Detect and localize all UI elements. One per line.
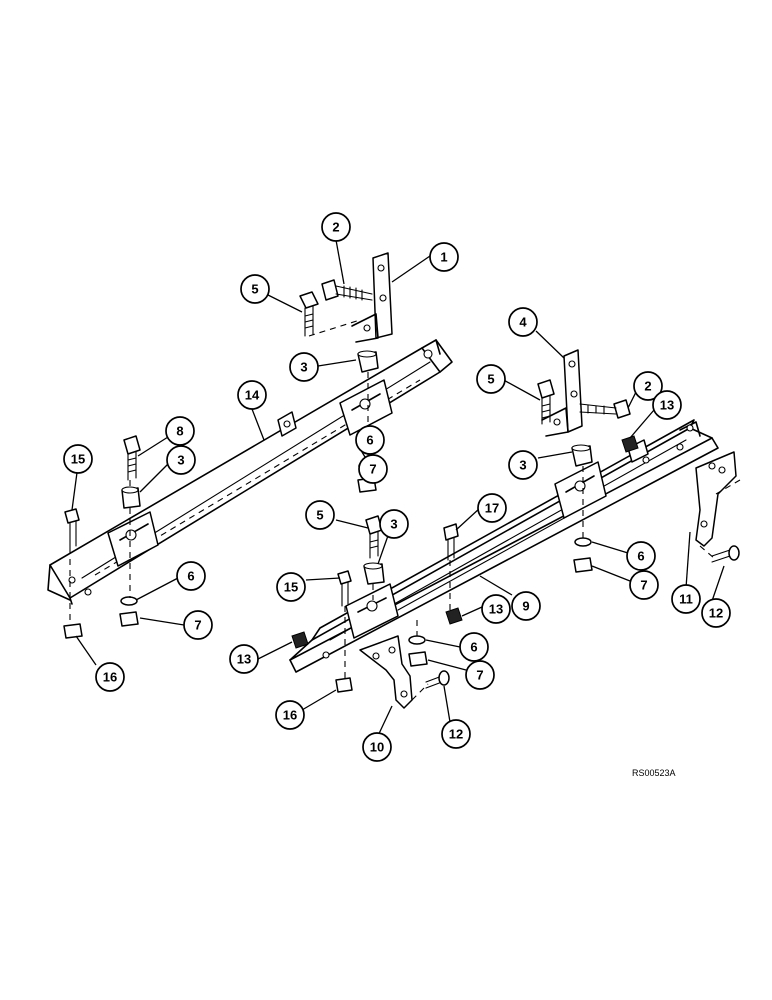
callout-item-7: 7 bbox=[629, 570, 659, 600]
bushing-3-right bbox=[571, 444, 593, 467]
callout-item-12: 12 bbox=[701, 598, 731, 628]
callout-item-14: 14 bbox=[237, 380, 267, 410]
callout-item-13: 13 bbox=[481, 594, 511, 624]
left-rail-channel bbox=[47, 339, 453, 605]
svg-text:15: 15 bbox=[71, 452, 85, 467]
bolt-5-upper bbox=[299, 291, 319, 337]
callout-item-11: 11 bbox=[671, 584, 701, 614]
callout-item-3: 3 bbox=[508, 450, 538, 480]
callout-item-3: 3 bbox=[379, 509, 409, 539]
svg-text:12: 12 bbox=[709, 606, 723, 621]
svg-text:3: 3 bbox=[519, 458, 526, 473]
washer-nut-right bbox=[573, 537, 593, 573]
upper-bracket-4 bbox=[541, 349, 583, 437]
washer-nut-left bbox=[63, 596, 139, 639]
upper-bracket-1 bbox=[351, 252, 393, 343]
washer-nut-mid bbox=[335, 635, 428, 693]
svg-text:17: 17 bbox=[485, 501, 499, 516]
callout-item-5: 5 bbox=[476, 364, 506, 394]
callout-item-16: 16 bbox=[275, 700, 305, 730]
bolt-15-mid bbox=[337, 570, 352, 607]
svg-text:7: 7 bbox=[194, 618, 201, 633]
svg-text:3: 3 bbox=[390, 517, 397, 532]
svg-text:2: 2 bbox=[644, 379, 651, 394]
bracket-10 bbox=[359, 635, 413, 709]
svg-text:6: 6 bbox=[470, 640, 477, 655]
svg-text:1: 1 bbox=[440, 250, 447, 265]
svg-text:11: 11 bbox=[679, 592, 693, 607]
bushing-3-left bbox=[121, 486, 141, 509]
callout-item-4: 4 bbox=[508, 307, 538, 337]
callout-balloons: 1 2 5 3 14 8 3 15 6 7 6 bbox=[63, 212, 731, 762]
svg-text:3: 3 bbox=[300, 360, 307, 375]
bushing-3-mid bbox=[363, 562, 385, 585]
svg-text:6: 6 bbox=[187, 569, 194, 584]
callout-item-7: 7 bbox=[183, 610, 213, 640]
callout-item-12: 12 bbox=[441, 719, 471, 749]
bolt-2-right bbox=[579, 399, 631, 419]
callout-item-6: 6 bbox=[176, 561, 206, 591]
callout-item-3: 3 bbox=[166, 445, 196, 475]
callout-item-7: 7 bbox=[465, 660, 495, 690]
bracket-11 bbox=[695, 451, 737, 547]
svg-text:10: 10 bbox=[370, 740, 384, 755]
svg-text:7: 7 bbox=[640, 578, 647, 593]
callout-item-15: 15 bbox=[63, 444, 93, 474]
callout-item-10: 10 bbox=[362, 732, 392, 762]
callout-item-7: 7 bbox=[358, 454, 388, 484]
callout-item-16: 16 bbox=[95, 662, 125, 692]
svg-text:13: 13 bbox=[237, 652, 251, 667]
nut-13-mid bbox=[291, 607, 463, 649]
svg-text:13: 13 bbox=[660, 398, 674, 413]
svg-text:16: 16 bbox=[283, 708, 297, 723]
callout-item-6: 6 bbox=[459, 632, 489, 662]
svg-text:16: 16 bbox=[103, 670, 117, 685]
bolt-12-lower bbox=[425, 670, 450, 689]
callout-item-6: 6 bbox=[355, 425, 385, 455]
bushing-3-upper bbox=[357, 350, 379, 373]
callout-item-3: 3 bbox=[289, 352, 319, 382]
svg-text:7: 7 bbox=[476, 668, 483, 683]
svg-text:2: 2 bbox=[332, 220, 339, 235]
svg-text:12: 12 bbox=[449, 727, 463, 742]
svg-text:14: 14 bbox=[245, 388, 260, 403]
svg-text:6: 6 bbox=[366, 433, 373, 448]
bolt-15-left bbox=[64, 508, 80, 549]
svg-text:7: 7 bbox=[369, 462, 376, 477]
callout-item-13: 13 bbox=[652, 390, 682, 420]
callout-item-15: 15 bbox=[276, 572, 306, 602]
callout-item-6: 6 bbox=[626, 541, 656, 571]
callout-item-13: 13 bbox=[229, 644, 259, 674]
bolt-17 bbox=[443, 523, 459, 561]
bolt-12-upper bbox=[711, 545, 740, 563]
callout-item-1: 1 bbox=[429, 242, 459, 272]
bolt-5-right bbox=[537, 379, 555, 425]
svg-text:5: 5 bbox=[251, 282, 258, 297]
reference-code: RS00523A bbox=[632, 768, 676, 778]
svg-text:13: 13 bbox=[489, 602, 503, 617]
callout-item-17: 17 bbox=[477, 493, 507, 523]
callout-item-5: 5 bbox=[240, 274, 270, 304]
assembly-alignment-lines bbox=[69, 319, 741, 701]
callout-item-2: 2 bbox=[321, 212, 351, 242]
svg-text:5: 5 bbox=[487, 372, 494, 387]
right-rail-channel bbox=[289, 419, 719, 673]
svg-text:8: 8 bbox=[176, 424, 183, 439]
svg-text:5: 5 bbox=[316, 508, 323, 523]
svg-text:9: 9 bbox=[522, 599, 529, 614]
callout-item-8: 8 bbox=[165, 416, 195, 446]
callout-item-9: 9 bbox=[511, 591, 541, 621]
bolt-2-upper bbox=[321, 279, 373, 301]
svg-text:3: 3 bbox=[177, 453, 184, 468]
callout-item-5: 5 bbox=[305, 500, 335, 530]
svg-text:4: 4 bbox=[519, 315, 527, 330]
svg-text:6: 6 bbox=[637, 549, 644, 564]
callout-item-2: 2 bbox=[633, 371, 663, 401]
svg-text:15: 15 bbox=[284, 580, 298, 595]
bolt-8 bbox=[123, 435, 141, 481]
